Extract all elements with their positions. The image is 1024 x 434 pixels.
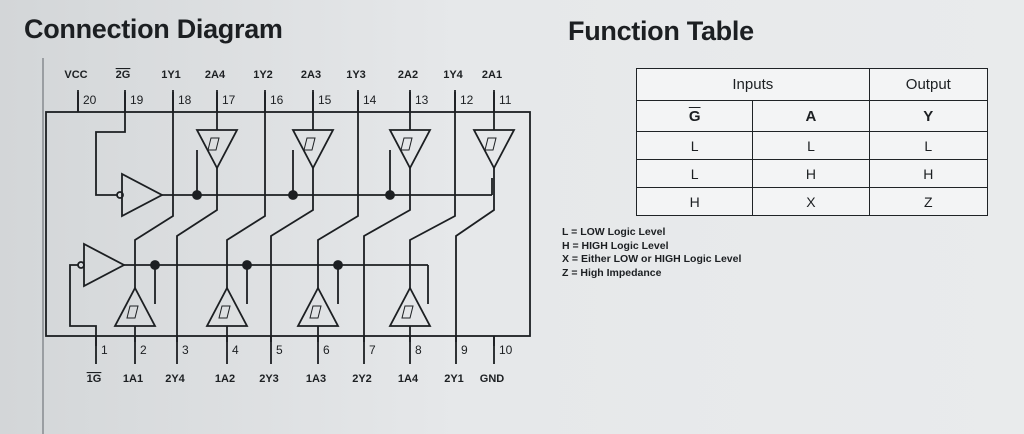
- connection-diagram-title: Connection Diagram: [24, 14, 283, 44]
- schmitt-symbol: [401, 305, 414, 319]
- function-table-title: Function Table: [568, 16, 754, 46]
- pin-label-2a3: 2A3: [301, 69, 321, 81]
- schmitt-symbol: [303, 137, 316, 151]
- pin-number-18: 18: [178, 93, 192, 107]
- frame-line: [42, 58, 44, 434]
- pin-number-10: 10: [499, 343, 513, 357]
- pin-number-5: 5: [276, 343, 283, 357]
- buffer-1a2: [205, 286, 249, 327]
- table-cell: Z: [868, 187, 989, 216]
- wire-2g-enable: [95, 92, 126, 196]
- schmitt-symbol: [207, 137, 220, 151]
- legend-item: L = LOW Logic Level: [562, 226, 666, 238]
- table-cell: L: [635, 131, 754, 160]
- wire-1y2: [226, 202, 266, 288]
- table-cell: X: [752, 187, 870, 216]
- pin-label-1y1: 1Y1: [161, 69, 181, 81]
- pin-label-1y2: 1Y2: [253, 69, 273, 81]
- wire-2y1: [455, 168, 495, 342]
- pin-number-2: 2: [140, 343, 147, 357]
- pin-number-19: 19: [130, 93, 144, 107]
- function-table: Inputs Output G A Y L L L L H H H X Z: [635, 68, 989, 216]
- pin-label-1g: 1G: [87, 373, 102, 385]
- buffer-1a4: [388, 286, 432, 327]
- buffer-1a1: [113, 286, 157, 327]
- wire-1y3: [317, 202, 359, 288]
- table-cell: L: [868, 131, 989, 160]
- schmitt-symbol: [218, 305, 231, 319]
- enable-buffer-1g: [83, 242, 126, 288]
- pin-number-17: 17: [222, 93, 236, 107]
- pin-number-3: 3: [182, 343, 189, 357]
- pin-label-1a2: 1A2: [215, 373, 235, 385]
- schmitt-symbol: [309, 305, 322, 319]
- output-header: Output: [868, 68, 989, 101]
- table-row: H X Z: [635, 187, 989, 216]
- pin-number-15: 15: [318, 93, 332, 107]
- pin-label-2y3: 2Y3: [259, 373, 279, 385]
- legend-item: X = Either LOW or HIGH Logic Level: [562, 253, 742, 265]
- wire-2y3: [270, 168, 314, 342]
- column-a: A: [752, 100, 870, 132]
- wire-2y2: [363, 168, 411, 342]
- column-g: G: [688, 107, 701, 125]
- table-cell: H: [635, 187, 754, 216]
- pin-number-13: 13: [415, 93, 429, 107]
- pin-label-2y4: 2Y4: [165, 373, 185, 385]
- table-cell: L: [635, 159, 754, 188]
- pin-label-1a4: 1A4: [398, 373, 419, 385]
- inversion-bubble-2g: [116, 191, 124, 199]
- pin-number-16: 16: [270, 93, 284, 107]
- pin-label-2g: 2G: [116, 69, 131, 81]
- pin-label-2a4: 2A4: [205, 69, 226, 81]
- wire-1y1: [134, 202, 174, 288]
- pin-label-2y2: 2Y2: [352, 373, 372, 385]
- pin-number-14: 14: [363, 93, 377, 107]
- wire-1y4: [409, 202, 456, 288]
- pin-label-gnd: GND: [480, 373, 505, 385]
- pin-label-2y1: 2Y1: [444, 373, 464, 385]
- pin-label-1a1: 1A1: [123, 373, 143, 385]
- table-cell: L: [752, 131, 870, 160]
- buffer-2a4: [195, 129, 239, 170]
- pin-number-12: 12: [460, 93, 474, 107]
- pin-label-1a3: 1A3: [306, 373, 326, 385]
- buffer-2a3: [291, 129, 335, 170]
- table-row: L L L: [635, 131, 989, 160]
- wire-2y4: [176, 168, 218, 342]
- pin-label-1y4: 1Y4: [443, 69, 463, 81]
- pin-label-2a2: 2A2: [398, 69, 418, 81]
- buffer-1a3: [296, 286, 340, 327]
- enable-buffer-2g: [121, 172, 164, 218]
- table-cell: H: [752, 159, 870, 188]
- wire-1g-enable: [69, 264, 97, 346]
- buffer-2a1: [472, 129, 516, 170]
- pin-label-2a1: 2A1: [482, 69, 502, 81]
- pin-number-8: 8: [415, 343, 422, 357]
- logic-level-legend: L = LOW Logic Level H = HIGH Logic Level…: [562, 226, 741, 280]
- table-row: L H H: [635, 159, 989, 188]
- pin-number-11: 11: [499, 93, 512, 107]
- ic-package-outline: [45, 111, 531, 337]
- schmitt-symbol: [400, 137, 413, 151]
- pin-label-vcc: VCC: [64, 69, 87, 81]
- pin-number-4: 4: [232, 343, 239, 357]
- legend-item: H = HIGH Logic Level: [562, 239, 669, 252]
- schmitt-symbol: [126, 305, 139, 319]
- pin-number-20: 20: [83, 93, 97, 107]
- inversion-bubble-1g: [77, 261, 85, 269]
- inputs-header: Inputs: [636, 68, 870, 101]
- pin-number-9: 9: [461, 343, 468, 357]
- legend-item: Z = High Impedance: [562, 266, 662, 279]
- buffer-2a2: [388, 129, 432, 170]
- schmitt-symbol: [484, 137, 497, 151]
- pin-label-1y3: 1Y3: [346, 69, 366, 81]
- column-y: Y: [868, 100, 989, 132]
- table-cell: H: [868, 159, 989, 188]
- pin-number-1: 1: [101, 343, 108, 357]
- pin-number-7: 7: [369, 343, 376, 357]
- pin-number-6: 6: [323, 343, 330, 357]
